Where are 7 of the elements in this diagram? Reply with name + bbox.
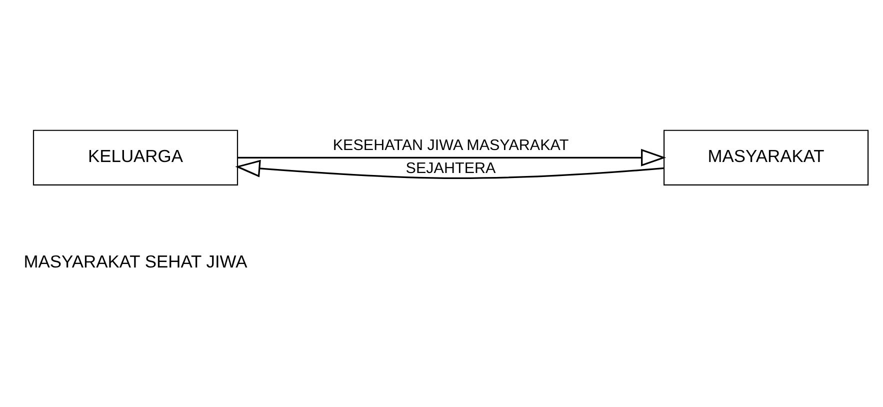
edge-label: SEJAHTERA xyxy=(406,160,496,177)
label: MASYARAKAT SEHAT JIWA xyxy=(24,251,248,272)
arrow xyxy=(235,159,664,178)
arrow xyxy=(238,148,666,166)
node-box: KELUARGA xyxy=(32,129,238,185)
node-box: MASYARAKAT xyxy=(664,129,869,185)
edge-label: KESEHATAN JIWA MASYARAKAT xyxy=(332,136,569,154)
